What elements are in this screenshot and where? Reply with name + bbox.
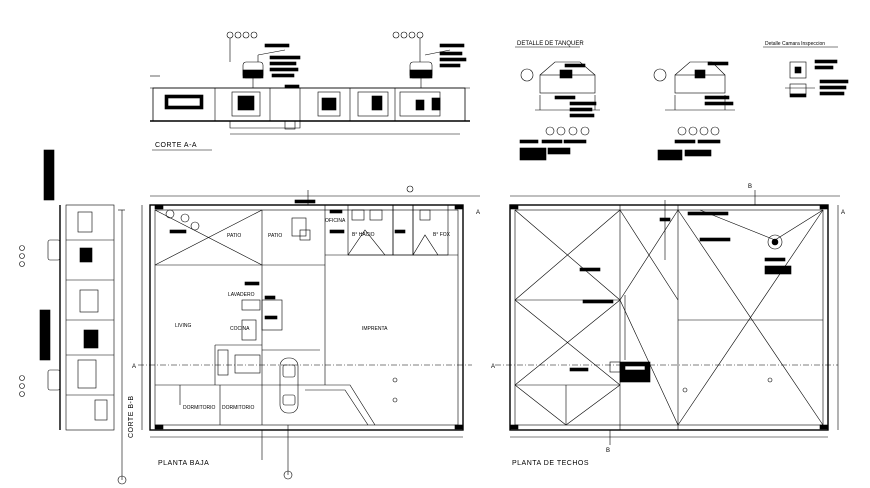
room-dormitorio-2: DORMITORIO bbox=[222, 405, 255, 411]
section-marker-a-right-2: A bbox=[841, 210, 845, 216]
corte-aa-section: CORTE A-A bbox=[150, 31, 470, 151]
section-marker-a-left: A bbox=[132, 364, 136, 370]
room-imprenta: IMPRENTA bbox=[362, 326, 388, 332]
room-lavadero: LAVADERO bbox=[228, 292, 255, 298]
room-cocina: COCINA bbox=[230, 326, 250, 332]
detalle-tanque-section: DETALLE DE TANQUER bbox=[515, 41, 735, 161]
corte-bb-section: CORTE B-B bbox=[19, 149, 135, 485]
planta-baja-plan: PATIO PATIO LAVADERO COCINA LIVING IMPRE… bbox=[132, 185, 480, 480]
room-patio: PATIO bbox=[227, 233, 241, 239]
room-patio-2: PATIO bbox=[268, 233, 282, 239]
room-oficina: OFICINA bbox=[325, 218, 346, 224]
corte-bb-title: CORTE B-B bbox=[128, 396, 135, 439]
room-dormitorio-1: DORMITORIO bbox=[183, 405, 216, 411]
room-bano-2: B° FOX bbox=[433, 232, 451, 238]
room-bano-1: B° HACIO bbox=[352, 232, 375, 238]
detalle-camara-section: Detalle Camara Inspeccion bbox=[763, 41, 849, 98]
planta-techos-title: PLANTA DE TECHOS bbox=[512, 460, 589, 467]
section-marker-b-bottom: B bbox=[606, 448, 610, 454]
corte-aa-title: CORTE A-A bbox=[155, 142, 197, 149]
planta-baja-title: PLANTA BAJA bbox=[158, 460, 209, 467]
room-living: LIVING bbox=[175, 323, 192, 329]
detalle-camara-title: Detalle Camara Inspeccion bbox=[765, 41, 825, 47]
section-marker-a-right: A bbox=[476, 210, 480, 216]
detalle-tanque-title: DETALLE DE TANQUER bbox=[517, 41, 584, 47]
section-marker-b-top: B bbox=[748, 184, 752, 190]
section-marker-a-left-2: A bbox=[491, 364, 495, 370]
planta-techos-plan: A A B B PLANTA DE TECHOS bbox=[491, 184, 845, 467]
